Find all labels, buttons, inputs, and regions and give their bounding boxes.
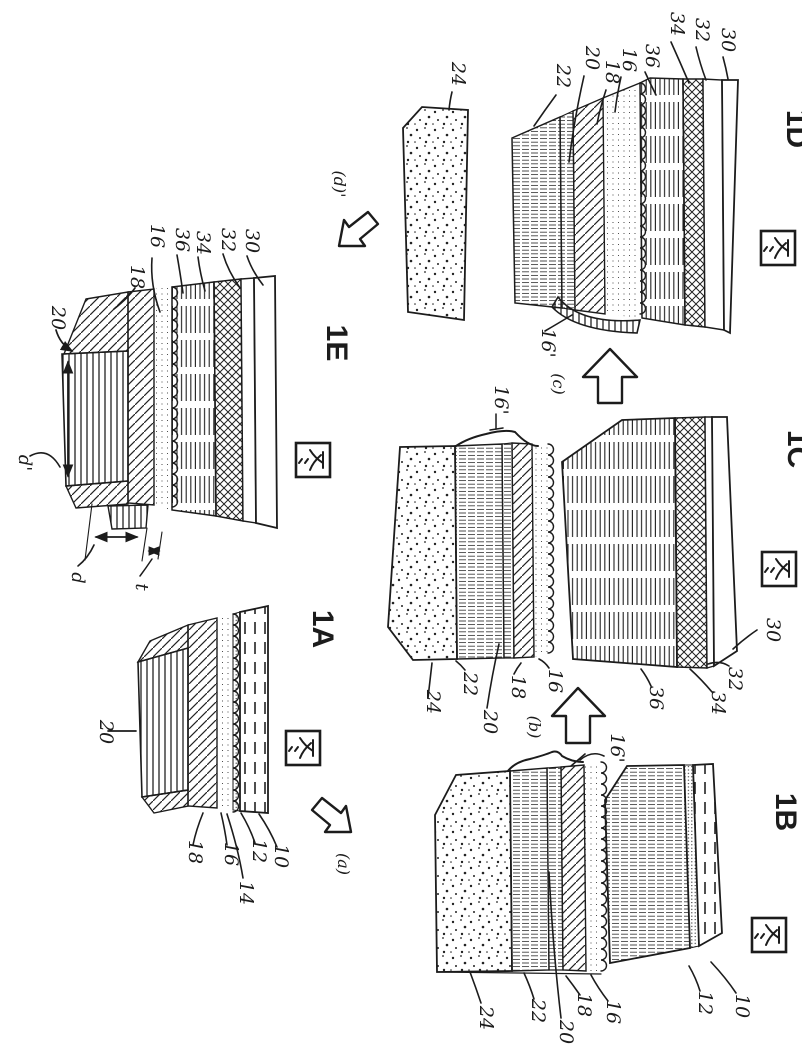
dim-label-d: d [67,572,88,584]
panel-caption-1e: 1E [320,325,353,362]
ref-label-20-1c: 20 [479,709,501,734]
ref-label-22-1c: 22 [459,671,481,696]
ref-label-16p-1c: 16' [490,385,512,414]
process-arrows: (a) (b) (c) (d)' [310,170,639,875]
ref-label-30-1c: 30 [762,618,784,642]
panel-caption-1d: 1D [780,110,802,148]
ref-label-20-1d: 20 [581,45,603,70]
ref-label-36-1e: 36 [171,228,193,252]
dim-label-t: t [131,583,152,591]
ref-label-16-1a: 16 [220,842,242,866]
ref-label-30-1d: 30 [717,28,739,52]
ref-label-34-1e: 34 [192,231,214,255]
ref-label-22-1d: 22 [552,63,574,88]
figure-stamps: 图 图 图 图 图 [284,229,798,954]
ref-label-16-1b: 16 [602,1000,624,1024]
panel-1a: 20 18 16 12 10 14 1A [95,604,339,905]
ref-label-36-1c: 36 [645,686,667,710]
figure-stamp-1a: 图 [284,729,322,767]
ref-label-32-1e: 32 [217,228,239,252]
figure-stamp-1c: 图 [760,550,798,588]
panel-caption-1a: 1A [306,610,339,648]
panel-1d: 24 22 20 18 16 36 34 32 30 16' 1D [402,12,802,358]
ref-label-16p-1b: 16' [606,733,628,762]
ref-label-16-1c: 16 [544,669,566,693]
ref-label-30-1e: 30 [241,229,263,253]
ref-label-20-1e: 20 [47,305,69,330]
ref-label-18-1a: 18 [184,840,206,864]
arrow-step-b [550,686,607,745]
leader-20-1e [55,329,74,352]
ref-label-34-1d: 34 [666,12,688,36]
ref-label-32-1c: 32 [724,667,746,691]
panel-caption-1c: 1C [781,430,802,468]
ref-label-16-1e: 16 [146,224,168,248]
dim-label-d-prime: d' [14,455,35,471]
figure-stamp-1d: 图 [759,229,797,267]
ref-label-12-1b: 12 [694,991,716,1015]
step-label-a: (a) [334,853,353,875]
ref-label-12-1a: 12 [248,839,270,863]
step-label-d-prime: (d)' [330,170,349,197]
step-label-b: (b) [525,716,544,739]
panel-caption-1b: 1B [769,793,802,831]
arrow-step-a [310,796,353,834]
step-label-c: (c) [549,373,568,394]
ref-label-24-1c: 24 [422,689,444,714]
arrow-step-c [581,347,639,405]
panel-1e: 20 18 16 36 34 32 30 d' d t 1E [14,224,353,591]
arrow-step-d-prime [337,210,380,248]
ref-label-16-1d: 16 [618,48,640,72]
ref-label-18-1b: 18 [573,993,595,1017]
ref-label-24-1d: 24 [447,61,469,86]
ref-label-20-1b: 20 [555,1019,577,1044]
patterned-bump-16-prime-1d [550,295,642,334]
ref-label-20-1a: 20 [95,719,117,744]
ref-label-32-1d: 32 [691,18,713,42]
ref-label-34-1c: 34 [707,691,729,715]
ref-label-18-1e: 18 [126,265,148,289]
ref-label-18-1d: 18 [601,60,623,84]
ref-label-24-1b: 24 [475,1005,497,1030]
ref-label-10-1b: 10 [731,994,753,1018]
ref-label-16p-1d: 16' [537,328,559,357]
ref-label-18-1c: 18 [507,675,529,699]
ref-label-36-1d: 36 [641,44,663,68]
film-16-prime-outline-1b [507,750,584,772]
panel-1b: 24 22 20 18 16 16' 12 10 1B [434,733,802,1044]
figure-stamp-1b: 图 [750,916,788,954]
panel-1c: 24 22 20 18 16 16' 36 34 32 30 1C [387,385,802,734]
ref-label-22-1b: 22 [527,998,549,1023]
ref-label-10-1a: 10 [270,844,292,868]
ref-label-14-1a: 14 [235,881,257,905]
film-16-prime-outline-1c [455,429,539,447]
figure-stamp-1e: 图 [294,441,332,479]
